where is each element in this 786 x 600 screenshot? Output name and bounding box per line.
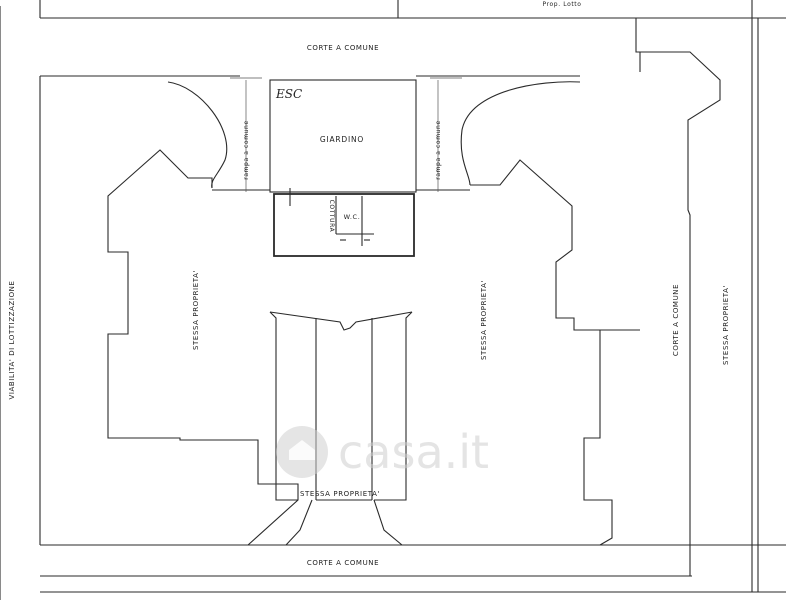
house-icon — [276, 426, 328, 478]
right-corte-strip — [635, 18, 721, 576]
rampa-left-label: rampa a comune — [243, 120, 250, 179]
wc-label: W.C. — [344, 213, 361, 221]
corte-bottom-label: CORTE A COMUNE — [307, 559, 379, 567]
esc-label: ESC — [275, 87, 302, 101]
giardino-label: GIARDINO — [320, 135, 364, 144]
stessa-center-label: STESSA PROPRIETA' — [480, 280, 488, 360]
corte-top-label: CORTE A COMUNE — [307, 44, 379, 52]
top-partial-label: Prop. Lotto — [542, 1, 581, 8]
viabilita-label: VIABILITA' DI LOTTIZZAZIONE — [8, 280, 16, 399]
right-wing — [416, 75, 640, 546]
central-courtyard — [269, 311, 413, 546]
stessa-bottom-label: STESSA PROPRIETA' — [300, 490, 380, 498]
giardino-block — [230, 77, 462, 193]
stessa-left-label: STESSA PROPRIETA' — [192, 270, 200, 350]
left-wing — [107, 75, 299, 546]
apartment-unit — [273, 188, 415, 257]
watermark-text: casa.it — [338, 425, 489, 479]
corte-right-label: CORTE A COMUNE — [672, 284, 680, 356]
rampa-right-label: rampa a comune — [435, 120, 442, 179]
stessa-far-right-label: STESSA PROPRIETA' — [722, 285, 730, 365]
casa-it-watermark: casa.it — [276, 425, 489, 479]
cottura-label: COTTURA — [328, 200, 335, 233]
